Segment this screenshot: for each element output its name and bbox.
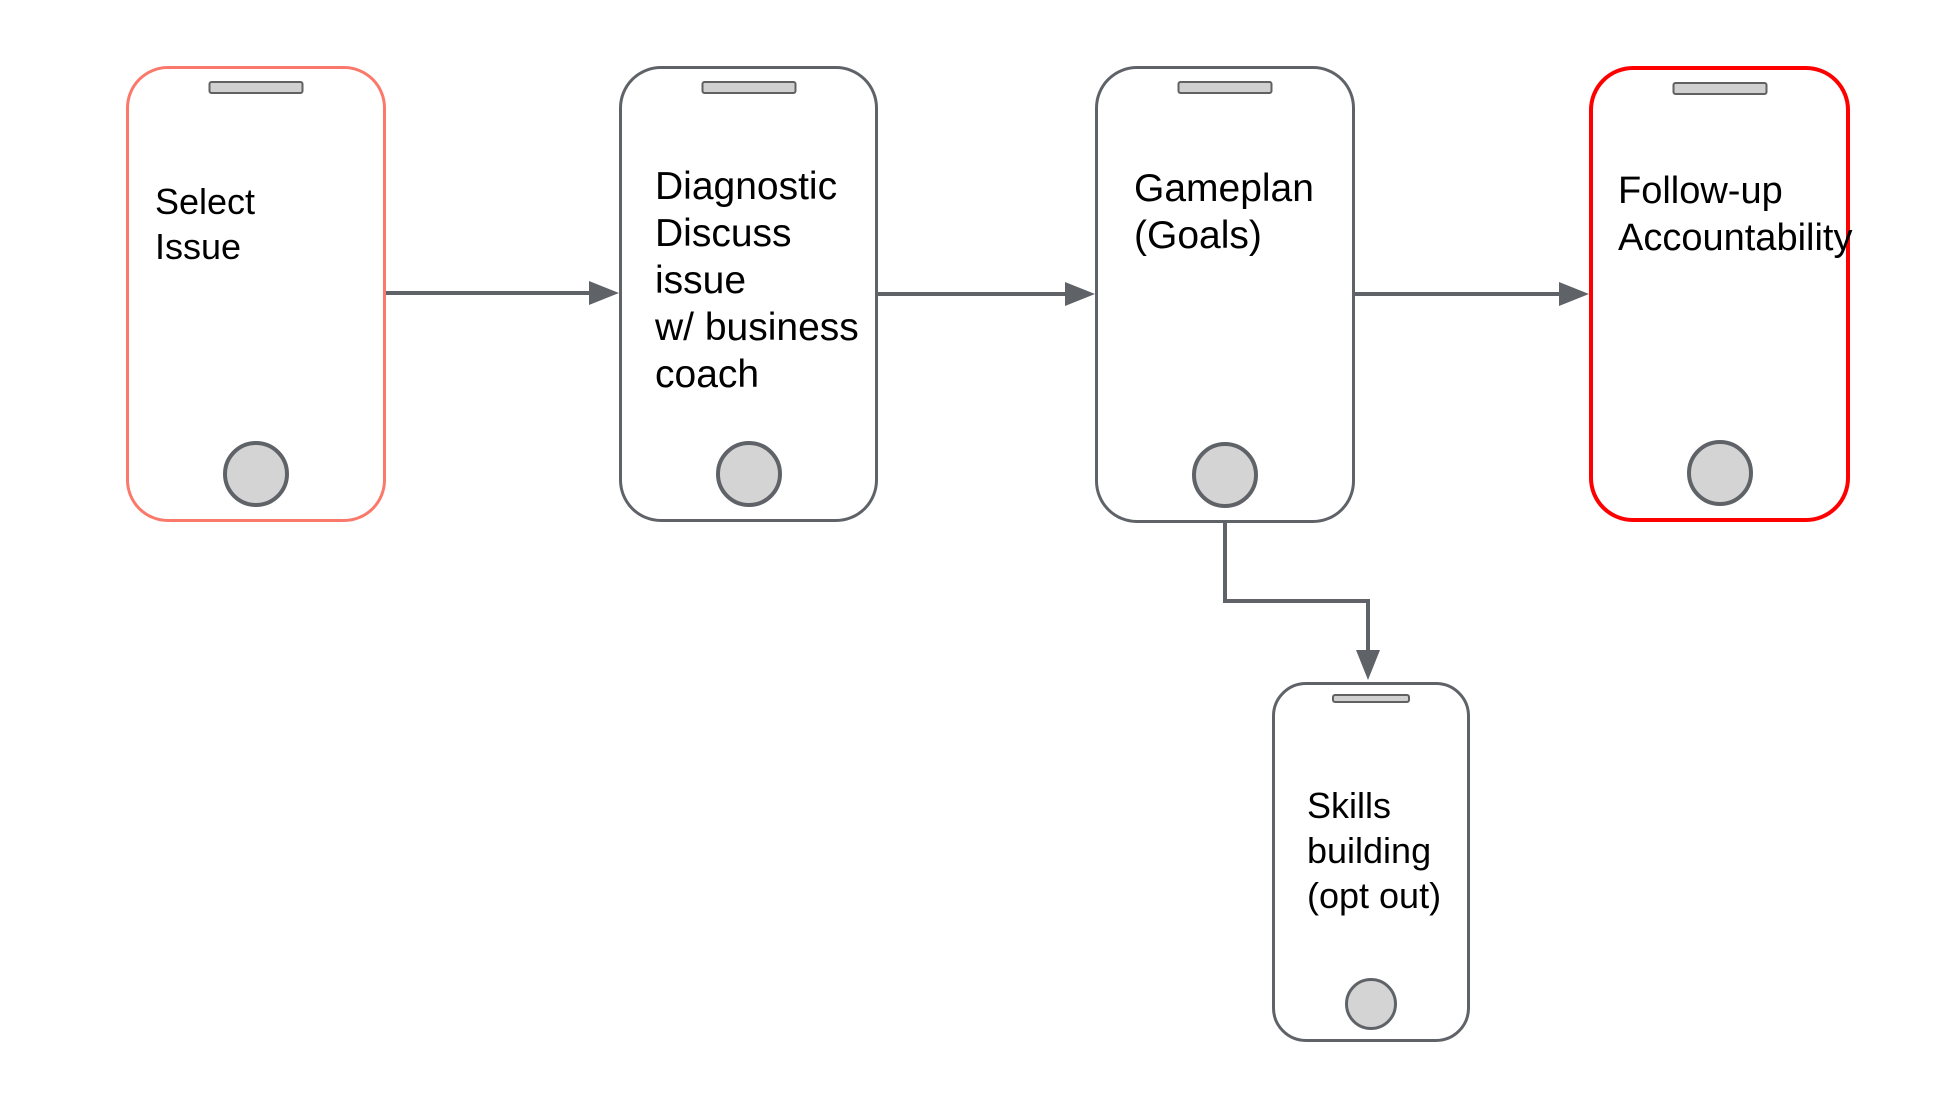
arrowhead-icon [589, 281, 619, 305]
node-label: Diagnostic Discuss issue w/ business coa… [655, 163, 875, 398]
speaker-bar-icon [208, 81, 304, 94]
node-label-line: (Goals) [1134, 214, 1262, 257]
phone-node-follow-up: Follow-up Accountability [1589, 66, 1852, 522]
node-label-line: building [1307, 830, 1432, 871]
node-label-line: Select [155, 181, 256, 222]
node-label-line: Follow-up [1618, 170, 1783, 212]
arrowhead-icon [1559, 282, 1589, 306]
speaker-bar-icon [1177, 81, 1273, 94]
node-label: Follow-up Accountability [1618, 168, 1852, 262]
home-button-icon [715, 441, 782, 507]
node-label-line: Skills [1307, 785, 1392, 826]
home-button-icon [223, 441, 289, 507]
arrowhead-icon [1356, 650, 1380, 680]
connector-gameplan-to-skills-building [1223, 523, 1380, 680]
speaker-bar-icon [1332, 694, 1410, 703]
node-label-line: Discuss issue [655, 212, 792, 302]
speaker-bar-icon [701, 81, 796, 94]
phone-node-skills-building: Skills building (opt out) [1272, 682, 1470, 1042]
node-body-text: Discuss issue w/ business coach [655, 210, 875, 398]
node-label-line: Accountability [1618, 217, 1853, 259]
home-button-icon [1345, 978, 1397, 1030]
speaker-bar-icon [1672, 82, 1767, 95]
node-label-line: Diagnostic [655, 165, 838, 208]
node-label-line: w/ business [655, 306, 859, 349]
phone-node-diagnostic: Diagnostic Discuss issue w/ business coa… [619, 66, 878, 522]
home-button-icon [1192, 442, 1258, 508]
node-label: Gameplan (Goals) [1134, 165, 1314, 259]
node-label: Skills building (opt out) [1307, 783, 1441, 918]
node-label-line: (opt out) [1307, 875, 1442, 916]
connector-diagnostic-to-gameplan [878, 282, 1095, 306]
connector-gameplan-to-follow-up [1355, 282, 1589, 306]
arrowhead-icon [1065, 282, 1095, 306]
home-button-icon [1686, 440, 1753, 506]
node-label-line: Gameplan [1134, 167, 1314, 210]
node-label-line: Issue [155, 226, 242, 267]
node-label-line: coach [655, 353, 760, 396]
phone-node-select-issue: Select Issue [126, 66, 386, 522]
node-label: Select Issue [155, 179, 255, 269]
phone-node-gameplan: Gameplan (Goals) [1095, 66, 1355, 523]
connector-select-issue-to-diagnostic [386, 281, 619, 305]
